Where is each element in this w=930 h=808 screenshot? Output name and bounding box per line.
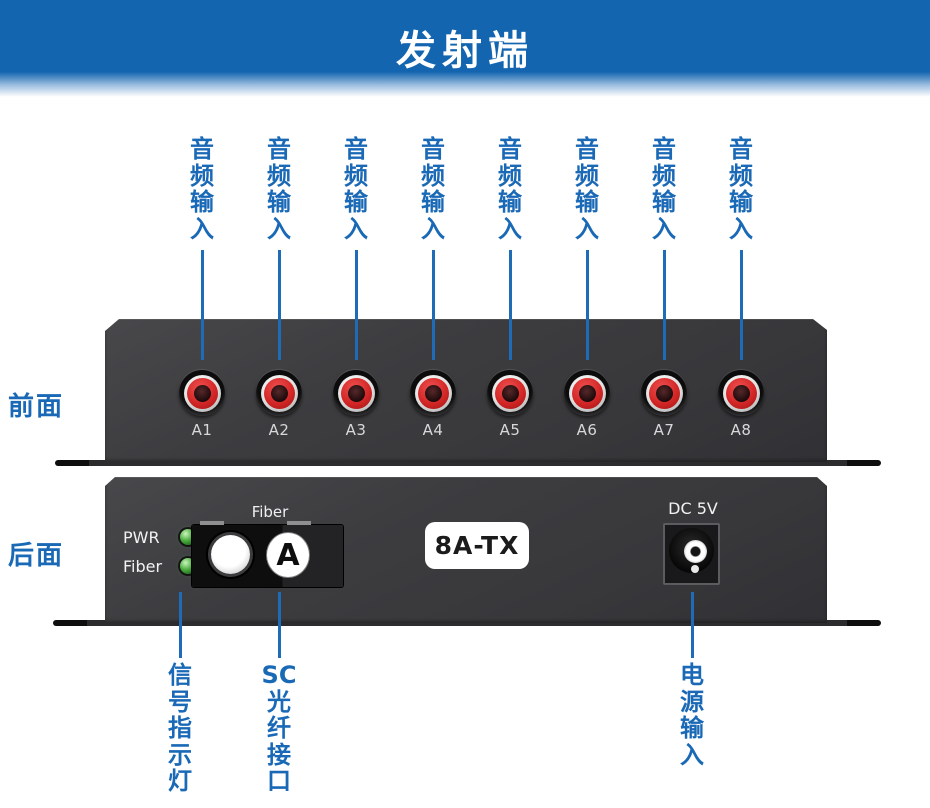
rca-white-ring — [645, 374, 683, 412]
rca-red-ring — [571, 377, 603, 409]
sc-fiber-port-icon — [211, 535, 250, 574]
dc-jack-pin-icon — [684, 540, 707, 563]
audio-input-callout: 音频输入 — [575, 135, 599, 243]
model-label: 8A-TX — [425, 522, 529, 569]
rear-side-label: 后面 — [8, 541, 65, 571]
front-side-label: 前面 — [8, 392, 65, 422]
leader-line — [200, 250, 204, 360]
page-title: 发射端 — [396, 28, 534, 74]
rca-center-hole — [270, 384, 288, 402]
top-banner: 发射端 — [0, 0, 930, 97]
port-name: A1 — [191, 421, 213, 439]
port-name: A4 — [422, 421, 444, 439]
leader-line — [277, 592, 281, 658]
fiber-led-label: Fiber — [123, 556, 163, 576]
rca-jack-a6 — [564, 370, 610, 416]
leader-line — [739, 250, 743, 360]
leader-line — [354, 250, 358, 360]
leader-line — [431, 250, 435, 360]
rca-jack-a7 — [641, 370, 687, 416]
pwr-led-label: PWR — [123, 527, 160, 547]
rca-center-hole — [578, 384, 596, 402]
rca-center-hole — [732, 384, 750, 402]
audio-input-callout: 音频输入 — [652, 135, 676, 243]
rca-white-ring — [260, 374, 298, 412]
rear-panel: Fiber PWR Fiber A 8A-TX DC 5V — [105, 477, 827, 623]
audio-input-callout: 音频输入 — [267, 135, 291, 243]
dc-power-jack — [663, 523, 720, 585]
rca-white-ring — [568, 374, 606, 412]
rear-mount-bracket — [53, 620, 881, 626]
dc-jack-dot-icon — [691, 565, 699, 573]
rca-white-ring — [722, 374, 760, 412]
port-name: A7 — [653, 421, 675, 439]
rca-center-hole — [347, 384, 365, 402]
rear-callout: 信号指示灯 — [168, 661, 192, 795]
rca-center-hole — [424, 384, 442, 402]
audio-input-callout: 音频输入 — [498, 135, 522, 243]
dc-jack-socket-icon — [669, 528, 714, 573]
leader-line — [585, 250, 589, 360]
rca-jack-a3 — [333, 370, 379, 416]
rca-jack-a8 — [718, 370, 764, 416]
sc-type-badge: A — [267, 533, 309, 577]
dc-power-label: DC 5V — [668, 499, 718, 518]
rca-white-ring — [491, 374, 529, 412]
leader-line — [690, 592, 694, 658]
rca-jack-a4 — [410, 370, 456, 416]
port-name: A5 — [499, 421, 521, 439]
audio-input-callout: 音频输入 — [190, 135, 214, 243]
rca-red-ring — [725, 377, 757, 409]
front-panel: A1 A2 A3 A4 A5 A6 A7 A8 — [105, 319, 827, 462]
port-name: A8 — [730, 421, 752, 439]
leader-line — [277, 250, 281, 360]
rca-white-ring — [183, 374, 221, 412]
sc-fiber-connector: A — [192, 521, 343, 587]
rca-white-ring — [337, 374, 375, 412]
pwr-led-row: PWR — [123, 527, 196, 547]
front-mount-bracket — [55, 460, 881, 466]
rca-red-ring — [340, 377, 372, 409]
rear-callout: 电源输入 — [680, 661, 704, 769]
rca-red-ring — [186, 377, 218, 409]
fiber-port-label: Fiber — [251, 503, 289, 521]
leader-line — [178, 592, 182, 658]
rca-center-hole — [655, 384, 673, 402]
rca-center-hole — [501, 384, 519, 402]
rca-red-ring — [263, 377, 295, 409]
audio-input-callout: 音频输入 — [421, 135, 445, 243]
leader-line — [662, 250, 666, 360]
rca-red-ring — [648, 377, 680, 409]
rca-center-hole — [193, 384, 211, 402]
fiber-led-row: Fiber — [123, 556, 196, 576]
rca-jack-a5 — [487, 370, 533, 416]
audio-input-callout: 音频输入 — [344, 135, 368, 243]
rca-jack-a2 — [256, 370, 302, 416]
rca-red-ring — [417, 377, 449, 409]
port-name: A3 — [345, 421, 367, 439]
port-name: A2 — [268, 421, 290, 439]
rca-white-ring — [414, 374, 452, 412]
rca-jack-a1 — [179, 370, 225, 416]
rca-red-ring — [494, 377, 526, 409]
audio-input-callout: 音频输入 — [729, 135, 753, 243]
port-name: A6 — [576, 421, 598, 439]
leader-line — [508, 250, 512, 360]
